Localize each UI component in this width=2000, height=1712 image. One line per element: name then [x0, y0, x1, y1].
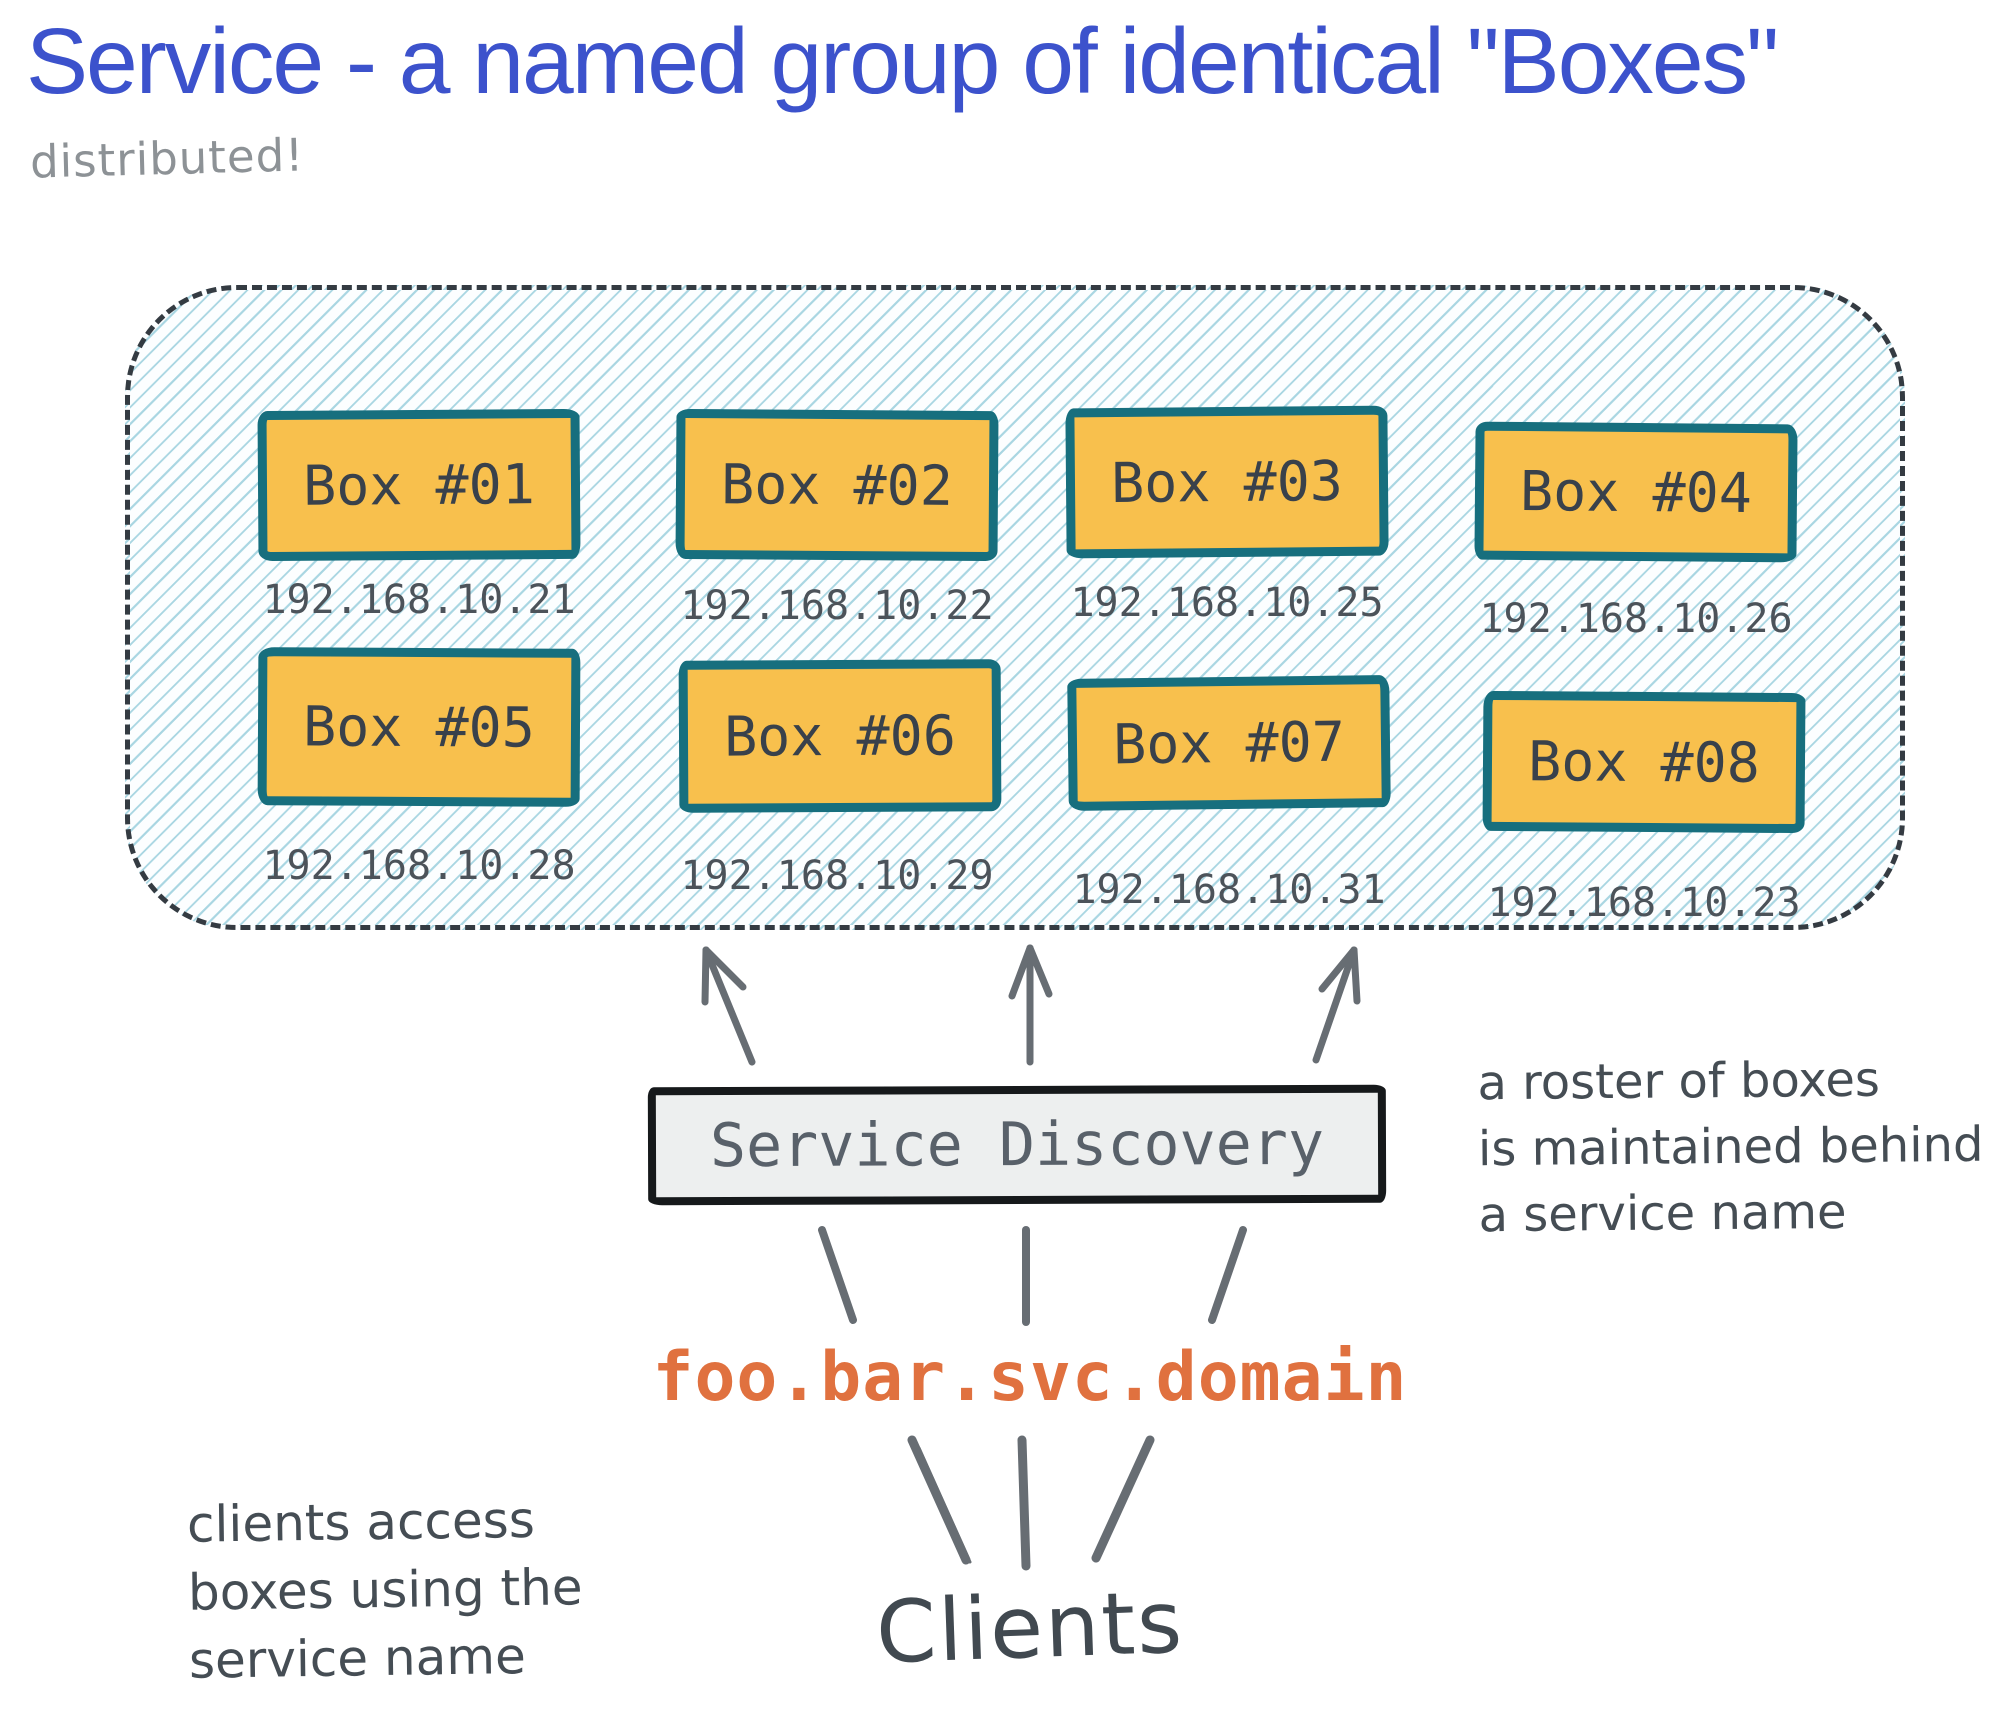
box-ip-label: 192.168.10.25 — [1070, 580, 1384, 626]
roster-annotation: a roster of boxes is maintained behind a… — [1477, 1046, 1984, 1248]
up-arrow-middle — [1008, 944, 1053, 1066]
service-group-container: Box #01 Box #02 Box #03 Box #04 Box #05 … — [125, 285, 1905, 930]
clients-annotation: clients access boxes using the service n… — [187, 1485, 584, 1694]
up-arrow-right — [1312, 946, 1361, 1064]
service-discovery-label: Service Discovery — [709, 1108, 1325, 1182]
annotation-line: clients access — [186, 1490, 536, 1554]
clients-label: Clients — [874, 1572, 1186, 1684]
box-ip-label: 192.168.10.21 — [262, 577, 576, 623]
box-ip-label: 192.168.10.29 — [680, 853, 994, 899]
box-ip-label: 192.168.10.26 — [1479, 596, 1793, 642]
up-arrow-left — [701, 946, 756, 1066]
annotation-line: a roster of boxes — [1477, 1051, 1881, 1112]
service-discovery-box: Service Discovery — [647, 1084, 1387, 1206]
box-ip-label: 192.168.10.23 — [1487, 880, 1801, 926]
sd-to-name-lines — [818, 1226, 1247, 1326]
page-title: Service - a named group of identical "Bo… — [26, 9, 1779, 113]
box-ip-label: 192.168.10.31 — [1072, 867, 1386, 913]
box-ip-label: 192.168.10.22 — [680, 583, 994, 629]
annotation-line: service name — [188, 1627, 527, 1690]
box-ip-label: 192.168.10.28 — [262, 843, 576, 889]
name-to-clients-lines — [907, 1435, 1155, 1571]
annotation-line: is maintained behind — [1477, 1116, 1984, 1178]
service-name-label: foo.bar.svc.domain — [652, 1338, 1408, 1417]
annotation-line: boxes using the — [187, 1558, 583, 1622]
annotation-line: a service name — [1478, 1183, 1847, 1244]
